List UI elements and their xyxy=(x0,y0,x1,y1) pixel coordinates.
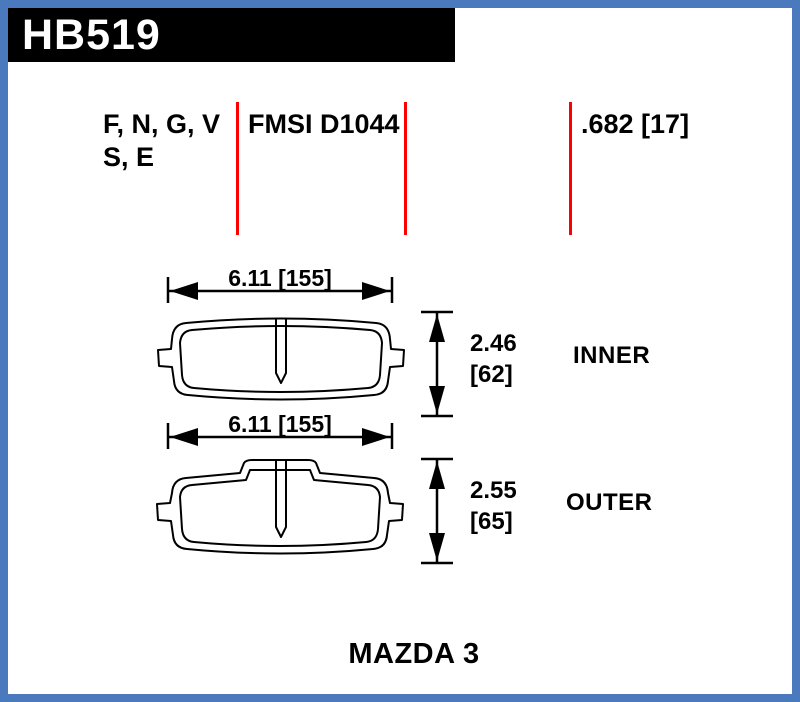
divider-line-2 xyxy=(404,102,407,235)
outer-pad-label: OUTER xyxy=(566,489,653,516)
outer-thickness-inches: 2.55 xyxy=(470,477,517,504)
inner-thickness-value: 2.46 [62] xyxy=(470,328,517,390)
inner-width-dimension-arrow: 6.11 [155] xyxy=(166,265,394,303)
pad-thickness-spec: .682 [17] xyxy=(581,109,690,139)
vehicle-name: MAZDA 3 xyxy=(348,638,480,670)
outer-pad-drawing xyxy=(156,459,404,555)
divider-line-1 xyxy=(236,102,239,235)
compound-codes: F, N, G, V S, E xyxy=(103,108,220,174)
right-arrowhead-icon xyxy=(362,282,390,300)
part-number: HB519 xyxy=(22,11,161,59)
header-bar: HB519 xyxy=(8,8,455,62)
up-arrowhead-icon xyxy=(429,314,445,342)
outer-thickness-mm: [65] xyxy=(470,508,513,535)
outer-width-value: 6.11 [155] xyxy=(228,411,332,437)
outer-thickness-dimension-arrow xyxy=(421,457,453,565)
divider-line-3 xyxy=(569,102,572,235)
inner-thickness-inches: 2.46 xyxy=(470,330,517,357)
down-arrowhead-icon xyxy=(429,533,445,561)
down-arrowhead-icon xyxy=(429,386,445,414)
right-arrowhead-icon xyxy=(362,428,390,446)
outer-thickness-value: 2.55 [65] xyxy=(470,475,517,537)
left-arrowhead-icon xyxy=(170,282,198,300)
outer-width-dimension-arrow: 6.11 [155] xyxy=(166,411,394,449)
inner-thickness-dimension-arrow xyxy=(421,310,453,418)
compound-codes-line1: F, N, G, V xyxy=(103,109,221,139)
compound-codes-line2: S, E xyxy=(103,142,155,172)
inner-width-value: 6.11 [155] xyxy=(228,265,332,291)
inner-pad-label: INNER xyxy=(573,342,651,369)
inner-pad-drawing xyxy=(157,317,405,401)
inner-thickness-mm: [62] xyxy=(470,361,513,388)
left-arrowhead-icon xyxy=(170,428,198,446)
up-arrowhead-icon xyxy=(429,461,445,489)
fmsi-code: FMSI D1044 xyxy=(248,109,400,139)
